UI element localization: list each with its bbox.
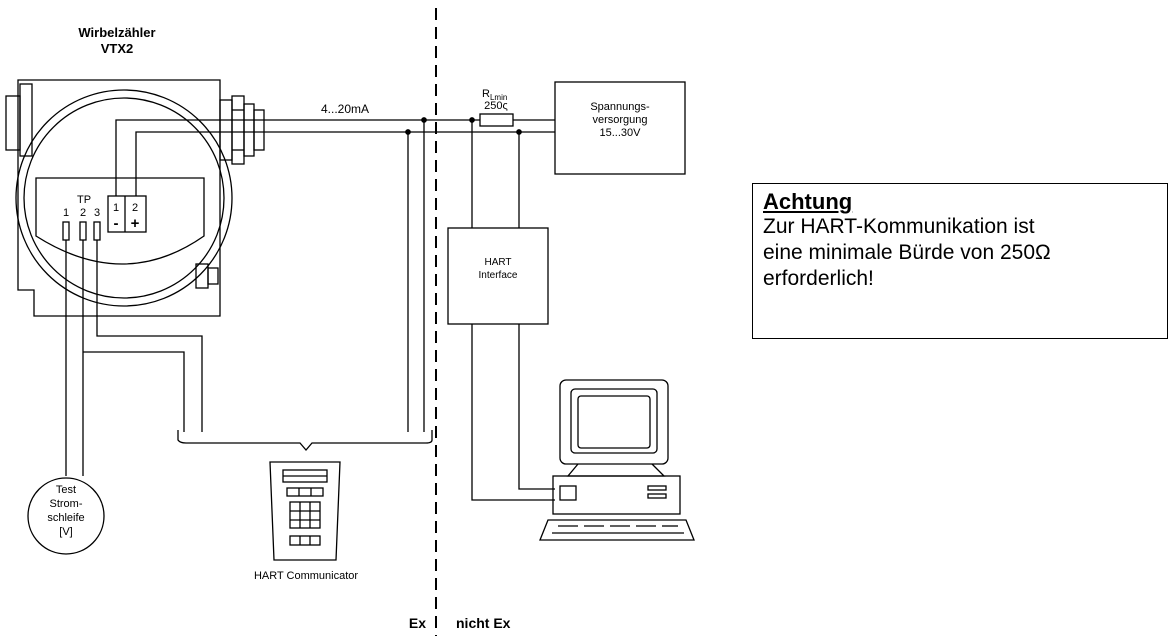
terminal-2-sign: +: [131, 215, 140, 232]
non-ex-zone-label: nicht Ex: [456, 615, 511, 631]
test-loop-meter: [27, 477, 105, 555]
test-pin-2-label: 2: [80, 207, 86, 219]
power-supply-line3: 15...30V: [600, 127, 642, 139]
test-loop-line2: Strom-: [50, 498, 83, 510]
vortex-meter: [5, 79, 265, 317]
signal-label: 4...20mA: [321, 102, 369, 116]
resistor-label: RLmin: [482, 88, 507, 102]
test-pin-1: [62, 221, 70, 241]
test-loop-line1: Test: [56, 484, 76, 496]
test-pin-2: [79, 221, 87, 241]
hart-interface-line2: Interface: [479, 270, 518, 281]
terminal-block: [107, 195, 147, 233]
hart-communicator-label: HART Communicator: [254, 570, 358, 582]
warning-title: Achtung: [763, 189, 853, 214]
test-pin-3-label: 3: [94, 207, 100, 219]
test-loop-line4: [V]: [59, 526, 72, 538]
terminal-1-sign: -: [114, 215, 119, 232]
test-wires: [65, 240, 203, 476]
test-pin-1-label: 1: [63, 207, 69, 219]
test-pin-3: [93, 221, 101, 241]
hart-interface-line1: HART: [484, 257, 511, 268]
power-supply-line2: versorgung: [592, 114, 647, 126]
hart-communicator-icon: [269, 461, 341, 561]
power-supply-box: [554, 81, 686, 175]
warning-line-3: erforderlich!: [763, 267, 874, 290]
ex-zone-label: Ex: [409, 615, 426, 631]
warning-line-1: Zur HART-Kommunikation ist: [763, 215, 1035, 238]
loop-wires: [115, 117, 555, 432]
terminal-1-number: 1: [113, 202, 119, 214]
warning-note: Achtung Zur HART-Kommunikation ist eine …: [752, 183, 1168, 339]
resistor-value: 250ς: [484, 100, 508, 112]
test-loop-line3: schleife: [47, 512, 84, 524]
device-title-line2: VTX2: [101, 41, 134, 56]
test-pins: [62, 221, 101, 241]
load-resistor: [479, 113, 514, 127]
power-supply-line1: Spannungs-: [590, 101, 650, 113]
terminal-2-number: 2: [132, 202, 138, 214]
warning-line-2: eine minimale Bürde von 250Ω: [763, 241, 1051, 264]
wire-bracket: [177, 430, 433, 451]
device-title-line1: Wirbelzähler: [78, 25, 155, 40]
hart-interface-box: [447, 227, 549, 325]
test-points-label: TP: [77, 194, 91, 206]
pc-icon: [539, 379, 695, 541]
